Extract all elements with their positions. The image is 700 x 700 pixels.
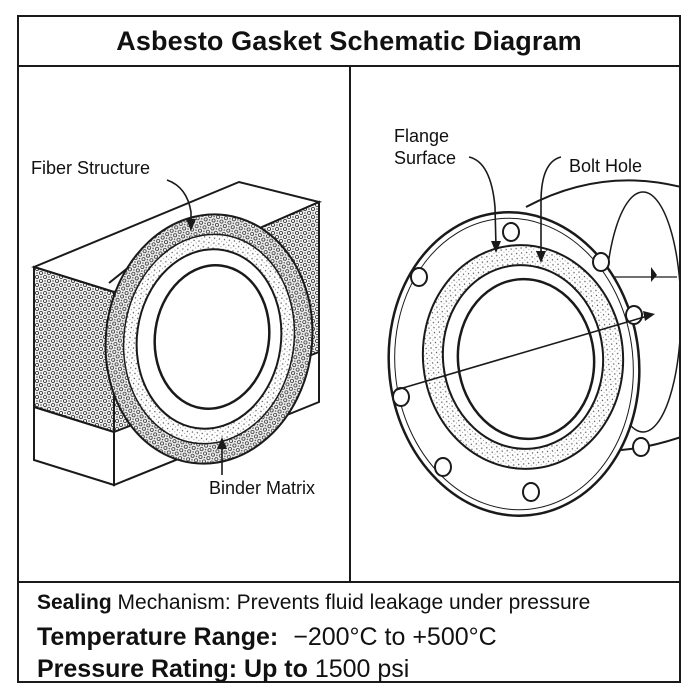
- flange-surface-label: Flange Surface: [394, 125, 456, 169]
- pressure-upto: Up to: [244, 655, 308, 683]
- flange-label-line1: Flange: [394, 125, 456, 147]
- illustration-panels: Fiber Structure Binder Matrix: [19, 67, 679, 583]
- gasket-block-illustration: [19, 67, 349, 583]
- diagram-title: Asbesto Gasket Schematic Diagram: [19, 17, 679, 67]
- diagram-frame: Asbesto Gasket Schematic Diagram: [17, 15, 681, 683]
- binder-matrix-label: Binder Matrix: [209, 477, 315, 499]
- gasket-block-panel: Fiber Structure Binder Matrix: [19, 67, 349, 581]
- sealing-text: Mechanism: Prevents fluid leakage under …: [118, 591, 591, 614]
- temperature-label: Temperature Range:: [37, 623, 278, 651]
- fiber-structure-label: Fiber Structure: [31, 157, 150, 179]
- block-front-face: [34, 267, 114, 432]
- pressure-label: Pressure Rating:: [37, 655, 237, 683]
- flange-label-line2: Surface: [394, 147, 456, 169]
- pressure-rating-line: Pressure Rating: Up to 1500 psi: [37, 655, 409, 684]
- temperature-value: −200°C to +500°C: [293, 623, 496, 651]
- flange-panel: Flange Surface Bolt Hole: [351, 67, 679, 581]
- sealing-mechanism-line: Sealing Mechanism: Prevents fluid leakag…: [37, 591, 590, 615]
- pressure-value: 1500 psi: [315, 655, 410, 683]
- temperature-range-line: Temperature Range: −200°C to +500°C: [37, 623, 497, 652]
- bolt-hole-label: Bolt Hole: [569, 155, 642, 177]
- sealing-label: Sealing: [37, 591, 112, 614]
- specifications-section: Sealing Mechanism: Prevents fluid leakag…: [19, 583, 679, 681]
